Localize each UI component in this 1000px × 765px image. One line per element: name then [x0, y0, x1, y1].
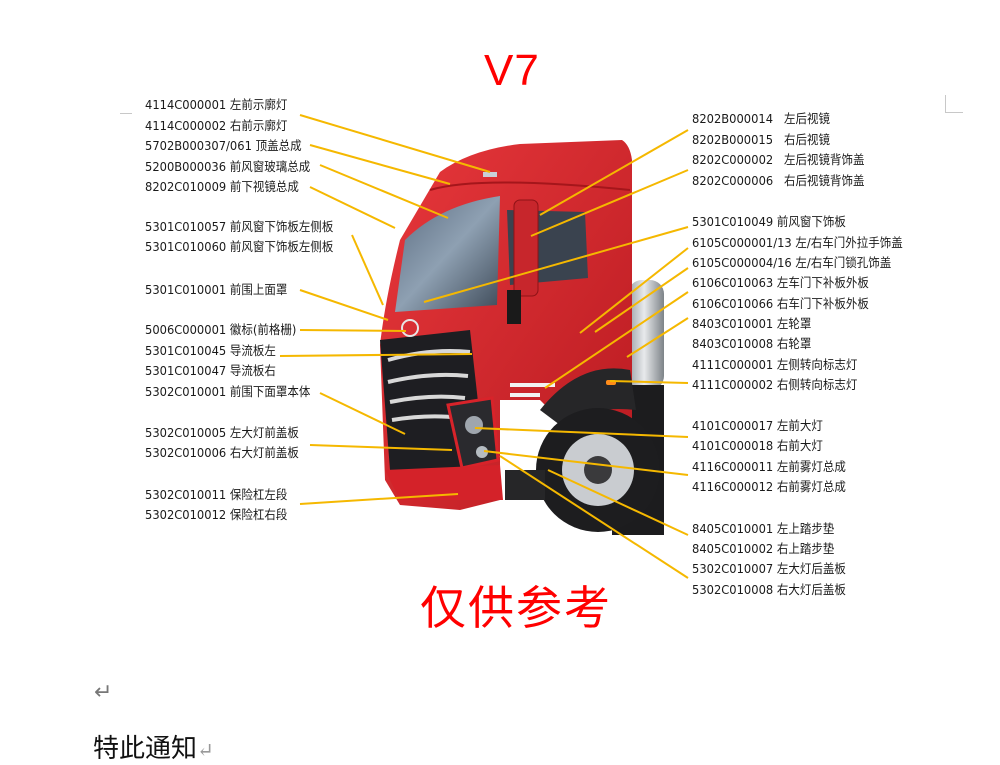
windshield-shape: [395, 196, 500, 312]
mirror-shape: [513, 199, 539, 297]
bumper-shape: [385, 465, 503, 500]
fuel-tank-shape: [628, 280, 664, 390]
notice-text[interactable]: 特此通知↵: [93, 734, 214, 764]
leader-lines-right: [423, 129, 689, 579]
paragraph-return-mark: ↵: [94, 680, 113, 705]
return-mark-icon: ↵: [197, 738, 214, 762]
truck-image: [380, 140, 664, 535]
margin-corner-mark-left: [120, 113, 132, 114]
margin-corner-mark-right: [945, 95, 963, 113]
reference-only-watermark: 仅供参考: [420, 581, 612, 635]
model-title: V7: [484, 46, 540, 95]
leader-lines-left: [279, 114, 491, 505]
